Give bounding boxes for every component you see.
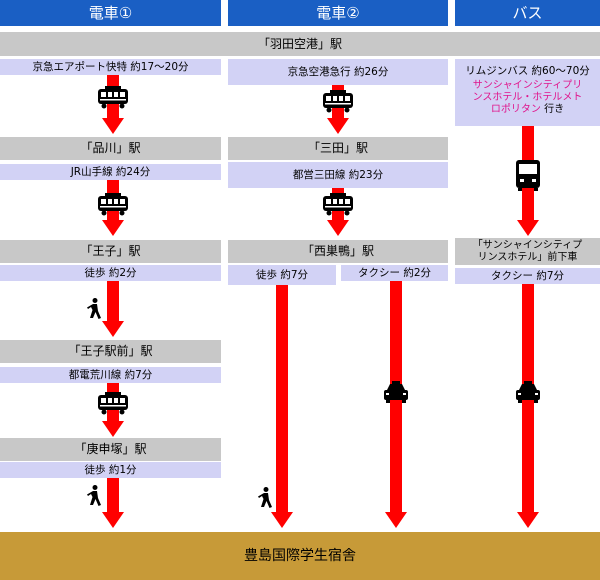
col1-arrow-2-head bbox=[102, 220, 124, 236]
col1-arrow-5 bbox=[107, 478, 119, 512]
col3-segment-bus: リムジンバス 約60～70分 サンシャインシティプリ ンスホテル・ホテルメト ロ… bbox=[455, 59, 600, 126]
col2-station-nishisugamo: 「西巣鴨」駅 bbox=[228, 240, 448, 263]
col1-arrow-4-head bbox=[102, 421, 124, 437]
col3-arrow-bus-head bbox=[517, 220, 539, 236]
col2-arrow-taxi-head bbox=[385, 512, 407, 528]
col2-arrow-2-head bbox=[327, 220, 349, 236]
col3-bus-duration: リムジンバス 約60～70分 bbox=[465, 65, 590, 77]
col3-stop-line-a: 「サンシャインシティプ bbox=[472, 240, 583, 251]
col1-station-shinagawa: 「品川」駅 bbox=[0, 137, 221, 160]
col2-segment-2: 都営三田線 約23分 bbox=[228, 162, 448, 188]
header-train-1: 電車① bbox=[0, 0, 221, 26]
col2-segment-taxi: タクシー 約2分 bbox=[341, 265, 448, 281]
col1-station-koshinzuka: 「庚申塚」駅 bbox=[0, 438, 221, 461]
col2-segment-1: 京急空港急行 約26分 bbox=[228, 59, 448, 85]
col1-segment-4: 都電荒川線 約7分 bbox=[0, 367, 221, 383]
col2-arrow-1-head bbox=[327, 118, 349, 134]
col2-arrow-walk-head bbox=[271, 512, 293, 528]
col1-station-oji: 「王子」駅 bbox=[0, 240, 221, 263]
col3-bus-destination-c: ロポリタン bbox=[490, 104, 541, 115]
col1-arrow-3-head bbox=[102, 321, 124, 337]
walker-icon bbox=[258, 487, 272, 508]
col1-arrow-3 bbox=[107, 281, 119, 321]
col3-bus-destination-b: ンスホテル・ホテルメト bbox=[472, 92, 583, 103]
train-icon bbox=[323, 193, 353, 216]
col3-stop-line-b: リンスホテル」前下車 bbox=[477, 252, 578, 263]
col2-segment-walk: 徒歩 約7分 bbox=[228, 265, 336, 285]
col1-segment-3: 徒歩 約2分 bbox=[0, 265, 221, 281]
col1-station-oji-ekimae: 「王子駅前」駅 bbox=[0, 340, 221, 363]
col1-segment-2: JR山手線 約24分 bbox=[0, 164, 221, 180]
col2-station-mita: 「三田」駅 bbox=[228, 137, 448, 160]
col3-bus-destination-suffix: 行き bbox=[540, 104, 565, 115]
col1-segment-5: 徒歩 約1分 bbox=[0, 462, 221, 478]
train-icon bbox=[323, 90, 353, 113]
col3-arrow-taxi-head bbox=[517, 512, 539, 528]
col1-arrow-1-head bbox=[102, 118, 124, 134]
taxi-icon bbox=[516, 381, 540, 403]
walker-icon bbox=[87, 485, 101, 506]
train-icon bbox=[98, 86, 128, 109]
col1-segment-1: 京急エアポート快特 約17～20分 bbox=[0, 59, 221, 75]
walker-icon bbox=[87, 298, 101, 319]
header-bus: バス bbox=[455, 0, 600, 26]
train-icon bbox=[98, 392, 128, 415]
col1-arrow-5-head bbox=[102, 512, 124, 528]
col3-bus-destination-a: サンシャインシティプリ bbox=[472, 80, 583, 91]
col3-segment-taxi: タクシー 約7分 bbox=[455, 268, 600, 284]
taxi-icon bbox=[384, 381, 408, 403]
bus-icon bbox=[516, 160, 540, 191]
col3-stop-sunshine: 「サンシャインシティプ リンスホテル」前下車 bbox=[455, 238, 600, 265]
origin-station: 「羽田空港」駅 bbox=[0, 32, 600, 56]
train-icon bbox=[98, 193, 128, 216]
header-train-2: 電車② bbox=[228, 0, 448, 26]
col2-arrow-walk bbox=[276, 285, 288, 512]
destination-bar: 豊島国際学生宿舎 bbox=[0, 532, 600, 580]
